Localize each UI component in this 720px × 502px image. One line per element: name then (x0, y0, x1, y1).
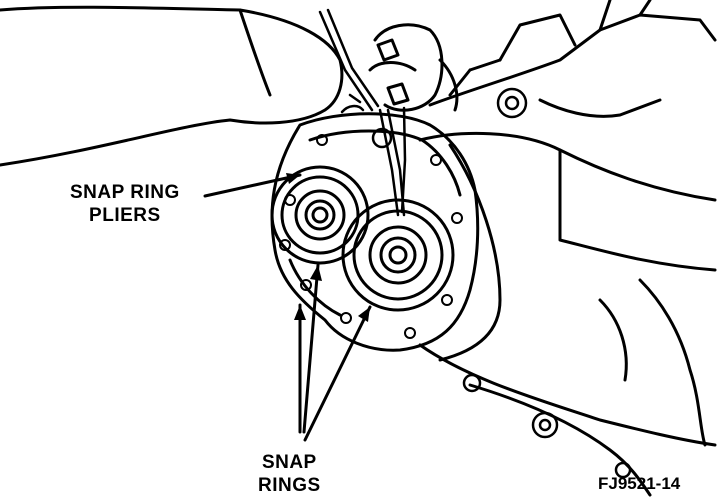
snap-ring-pliers-tool (318, 8, 407, 217)
figure-id: FJ9521-14 (598, 474, 681, 493)
plate-bolt-holes (279, 134, 463, 339)
snap-ring-pliers-label-line-2: PLIERS (89, 205, 161, 226)
transmission-case (418, 0, 717, 497)
case-bolts (462, 87, 632, 479)
right-servo (341, 198, 455, 312)
leader-arrowheads (286, 173, 370, 322)
snap-ring-pliers-label-line-1: SNAP RING (70, 182, 180, 203)
technician-hands (0, 5, 459, 167)
left-servo (270, 165, 370, 265)
snap-ring-pliers-label: SNAP RING PLIERS (70, 181, 180, 227)
snap-rings-label-line-2: RINGS (258, 475, 321, 496)
leader-lines (203, 173, 372, 442)
piston-housing-plate (270, 112, 480, 352)
snap-rings-label-line-1: SNAP (261, 452, 317, 473)
snap-rings-label: SNAP RINGS (258, 451, 321, 497)
